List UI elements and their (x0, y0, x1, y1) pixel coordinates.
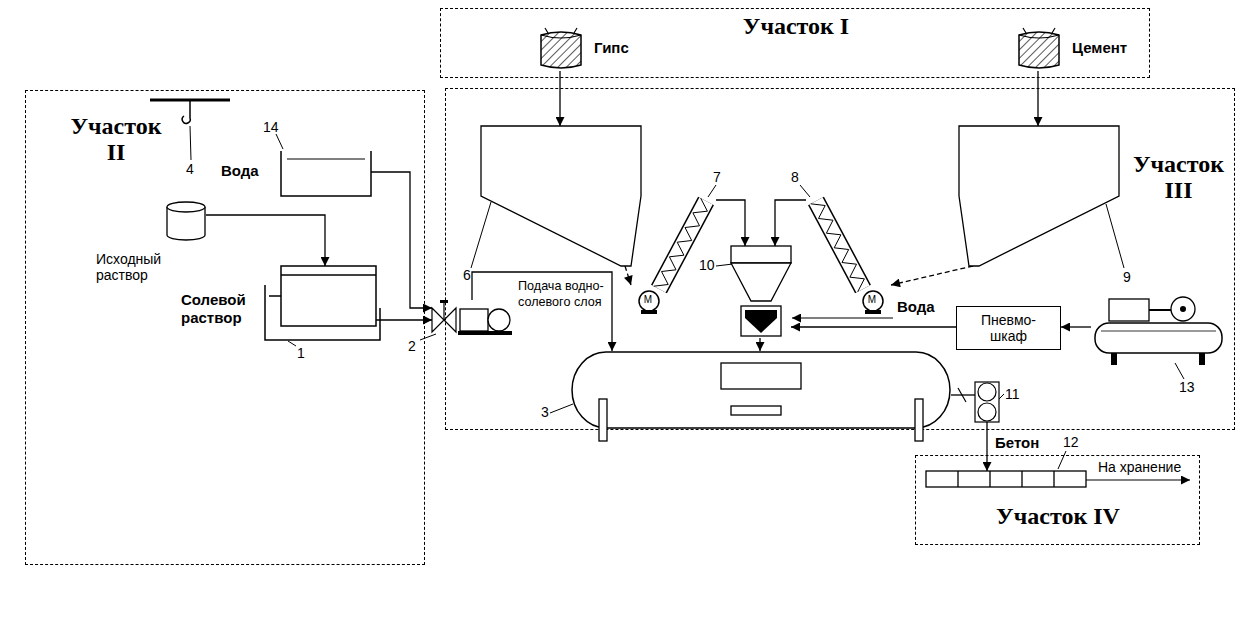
water-tank-outline (281, 151, 371, 196)
hopper-outline (481, 126, 641, 266)
gate-valve: 11 (975, 382, 999, 422)
callout-number: 9 (1123, 269, 1131, 285)
callout-number: 12 (1063, 434, 1079, 450)
solution-drum: Исходный раствор (166, 201, 206, 241)
region-frame: Участок III6710893Пневмо- шкаф13 (445, 88, 1235, 430)
hopper: 9 (959, 126, 1119, 266)
callout-number: 7 (713, 169, 721, 185)
flow-line (206, 215, 325, 266)
callout-number: 13 (1179, 379, 1195, 395)
free-label: На хранение (1098, 459, 1181, 475)
node-label: Вода (221, 162, 259, 180)
node-label: Цемент (1072, 39, 1127, 57)
node-label: Исходный раствор (96, 251, 186, 283)
flow-line (376, 319, 432, 320)
silo-icon: Цемент (1016, 27, 1062, 71)
dosing-hopper: 10 (731, 246, 791, 338)
water-tank: 14Вода (281, 151, 371, 196)
callout-number: 10 (699, 257, 715, 273)
hopper: 6 (481, 126, 641, 266)
callout-number: 3 (541, 404, 549, 420)
flow-line (791, 326, 956, 327)
dosing-hopper-outline (731, 246, 791, 338)
salt-tank-outline (281, 266, 376, 326)
belt-conveyor: 12 (926, 471, 1086, 487)
flow-line (559, 71, 560, 126)
silo-icon: Гипс (538, 27, 584, 71)
node-label: Солевой раствор (181, 291, 261, 327)
region-heading: Участок III (1126, 151, 1231, 203)
feed-arrow (891, 266, 973, 285)
compressor: 13 (1091, 291, 1226, 366)
flow-label: Подача водно- солевого слоя (518, 278, 606, 310)
region-frame: Участок II14ВодаИсходный растворСолевой … (25, 90, 425, 565)
motor-mark: M (638, 293, 658, 307)
gate-valve-outline (975, 382, 999, 422)
silo-icon-outline (538, 27, 584, 71)
callout-number: 6 (463, 267, 471, 283)
silo-icon-outline (1016, 27, 1062, 71)
node-label: Пневмо- шкаф (969, 312, 1049, 344)
region-heading: Участок II (61, 113, 171, 165)
screw-conveyor: 7 (631, 191, 716, 316)
solution-drum-outline (166, 201, 206, 241)
flow-label: Бетон (995, 434, 1039, 452)
callout-number: 4 (186, 161, 194, 177)
free-label: Вода (897, 298, 935, 316)
flow-line (716, 200, 745, 246)
screw-conveyor-outline (806, 191, 891, 316)
flow-line (759, 338, 760, 351)
crane (150, 100, 230, 123)
motor-mark: M (862, 293, 882, 307)
callout-number: 11 (1005, 386, 1020, 402)
flow-line (775, 200, 806, 246)
pump-unit: 2 (432, 300, 512, 336)
flow-line (951, 394, 975, 395)
region-frame: Участок I Гипс Цемент (440, 8, 1150, 78)
flow-line (1037, 71, 1038, 126)
node-label: Гипс (594, 39, 629, 57)
callout-number: 1 (297, 345, 305, 361)
feed-arrow (625, 266, 631, 285)
process-box: Пневмо- шкаф (956, 306, 1061, 350)
mixer-tank: 3 (571, 351, 951, 429)
screw-conveyor-outline (631, 191, 716, 316)
callout-number: 14 (263, 119, 279, 135)
region-heading: Участок I (721, 13, 871, 39)
salt-tank: Солевой раствор1 (281, 266, 376, 326)
flow-line (472, 272, 612, 351)
water-feed-line (792, 317, 893, 318)
hopper-outline (959, 126, 1119, 266)
pump-unit-outline (432, 300, 512, 336)
mixer-tank-outline (571, 351, 951, 429)
flow-line (1061, 326, 1091, 327)
region-heading: Участок IV (978, 503, 1138, 529)
callout-number: 2 (408, 338, 416, 354)
screw-conveyor: 8 (806, 191, 891, 316)
compressor-outline (1091, 291, 1226, 366)
leader-lines (190, 126, 1184, 469)
callout-number: 8 (791, 169, 799, 185)
storage-arrow (1085, 479, 1190, 480)
flow-line (371, 172, 432, 308)
belt-conveyor-outline (926, 471, 1086, 487)
